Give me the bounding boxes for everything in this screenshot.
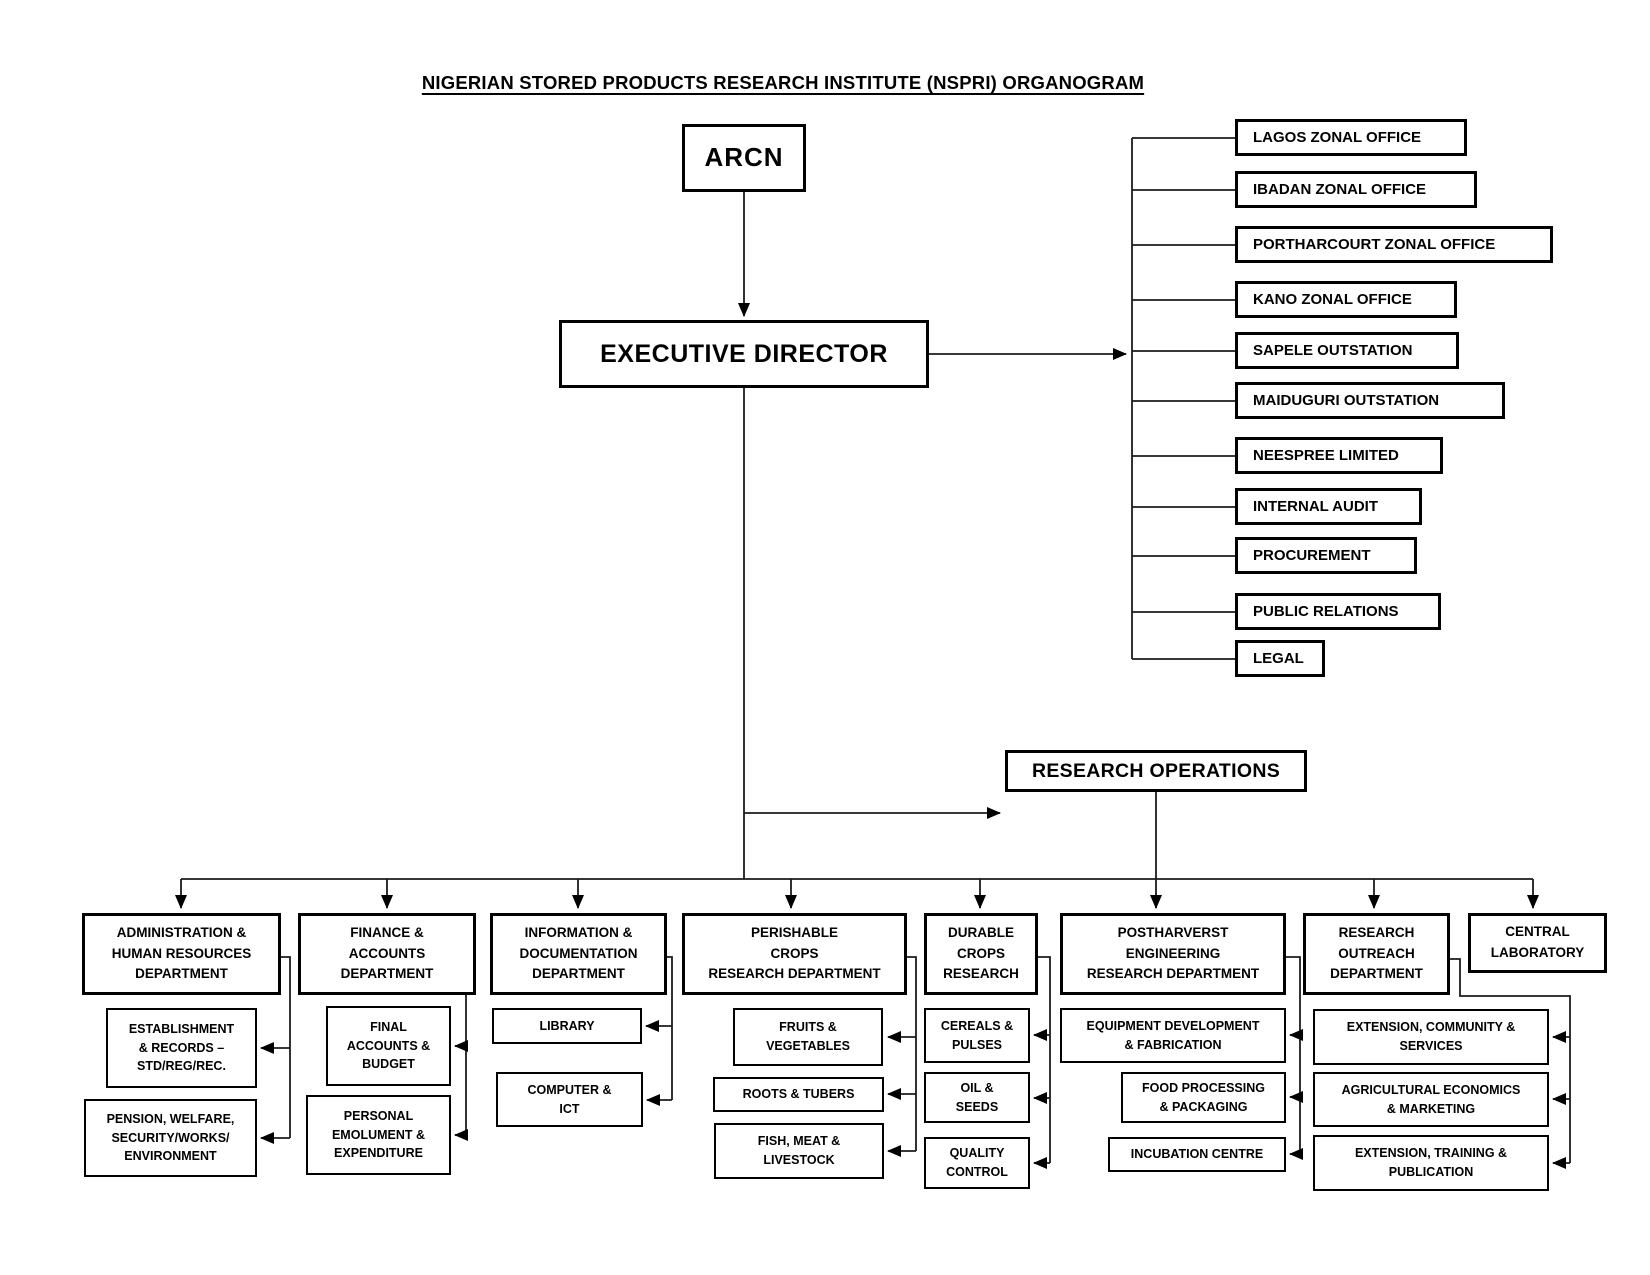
office-box-portharcourt: PORTHARCOURT ZONAL OFFICE [1235, 226, 1553, 263]
office-box-ibadan: IBADAN ZONAL OFFICE [1235, 171, 1477, 208]
unit-box-extension-community: EXTENSION, COMMUNITY & SERVICES [1313, 1009, 1549, 1065]
dept-box-research-outreach: RESEARCH OUTREACH DEPARTMENT [1303, 913, 1450, 995]
dept-box-postharvest-engineering: POSTHARVERST ENGINEERING RESEARCH DEPART… [1060, 913, 1286, 995]
office-box-kano: KANO ZONAL OFFICE [1235, 281, 1457, 318]
dept-box-finance: FINANCE & ACCOUNTS DEPARTMENT [298, 913, 476, 995]
arcn-box: ARCN [682, 124, 806, 192]
office-box-maiduguri: MAIDUGURI OUTSTATION [1235, 382, 1505, 419]
office-box-sapele: SAPELE OUTSTATION [1235, 332, 1459, 369]
dept-box-durable-crops: DURABLE CROPS RESEARCH [924, 913, 1038, 995]
office-box-procurement: PROCUREMENT [1235, 537, 1417, 574]
unit-box-extension-training: EXTENSION, TRAINING & PUBLICATION [1313, 1135, 1549, 1191]
unit-box-personal-emolument: PERSONAL EMOLUMENT & EXPENDITURE [306, 1095, 451, 1175]
dept-box-central-laboratory: CENTRAL LABORATORY [1468, 913, 1607, 973]
executive-director-box: EXECUTIVE DIRECTOR [559, 320, 929, 388]
unit-box-quality-control: QUALITY CONTROL [924, 1137, 1030, 1189]
unit-box-incubation-centre: INCUBATION CENTRE [1108, 1137, 1286, 1172]
office-box-internal-audit: INTERNAL AUDIT [1235, 488, 1422, 525]
unit-box-cereals-pulses: CEREALS & PULSES [924, 1008, 1030, 1063]
unit-box-final-accounts: FINAL ACCOUNTS & BUDGET [326, 1006, 451, 1086]
unit-box-roots-tubers: ROOTS & TUBERS [713, 1077, 884, 1112]
unit-box-library: LIBRARY [492, 1008, 642, 1044]
office-box-public-relations: PUBLIC RELATIONS [1235, 593, 1441, 630]
research-operations-box: RESEARCH OPERATIONS [1005, 750, 1307, 792]
unit-box-equipment-development: EQUIPMENT DEVELOPMENT & FABRICATION [1060, 1008, 1286, 1063]
unit-box-agric-economics: AGRICULTURAL ECONOMICS & MARKETING [1313, 1072, 1549, 1127]
dept-box-perishable-crops: PERISHABLE CROPS RESEARCH DEPARTMENT [682, 913, 907, 995]
unit-box-fruits-vegetables: FRUITS & VEGETABLES [733, 1008, 883, 1066]
page-title: NIGERIAN STORED PRODUCTS RESEARCH INSTIT… [421, 72, 1145, 93]
unit-box-food-processing: FOOD PROCESSING & PACKAGING [1121, 1072, 1286, 1123]
office-box-legal: LEGAL [1235, 640, 1325, 677]
unit-box-computer-ict: COMPUTER & ICT [496, 1072, 643, 1127]
dept-box-information: INFORMATION & DOCUMENTATION DEPARTMENT [490, 913, 667, 995]
office-box-lagos: LAGOS ZONAL OFFICE [1235, 119, 1467, 156]
unit-box-establishment-records: ESTABLISHMENT & RECORDS – STD/REG/REC. [106, 1008, 257, 1088]
unit-box-fish-meat-livestock: FISH, MEAT & LIVESTOCK [714, 1123, 884, 1179]
unit-box-oil-seeds: OIL & SEEDS [924, 1072, 1030, 1123]
office-box-neespree: NEESPREE LIMITED [1235, 437, 1443, 474]
unit-box-pension-welfare: PENSION, WELFARE, SECURITY/WORKS/ ENVIRO… [84, 1099, 257, 1177]
dept-box-administration: ADMINISTRATION & HUMAN RESOURCES DEPARTM… [82, 913, 281, 995]
